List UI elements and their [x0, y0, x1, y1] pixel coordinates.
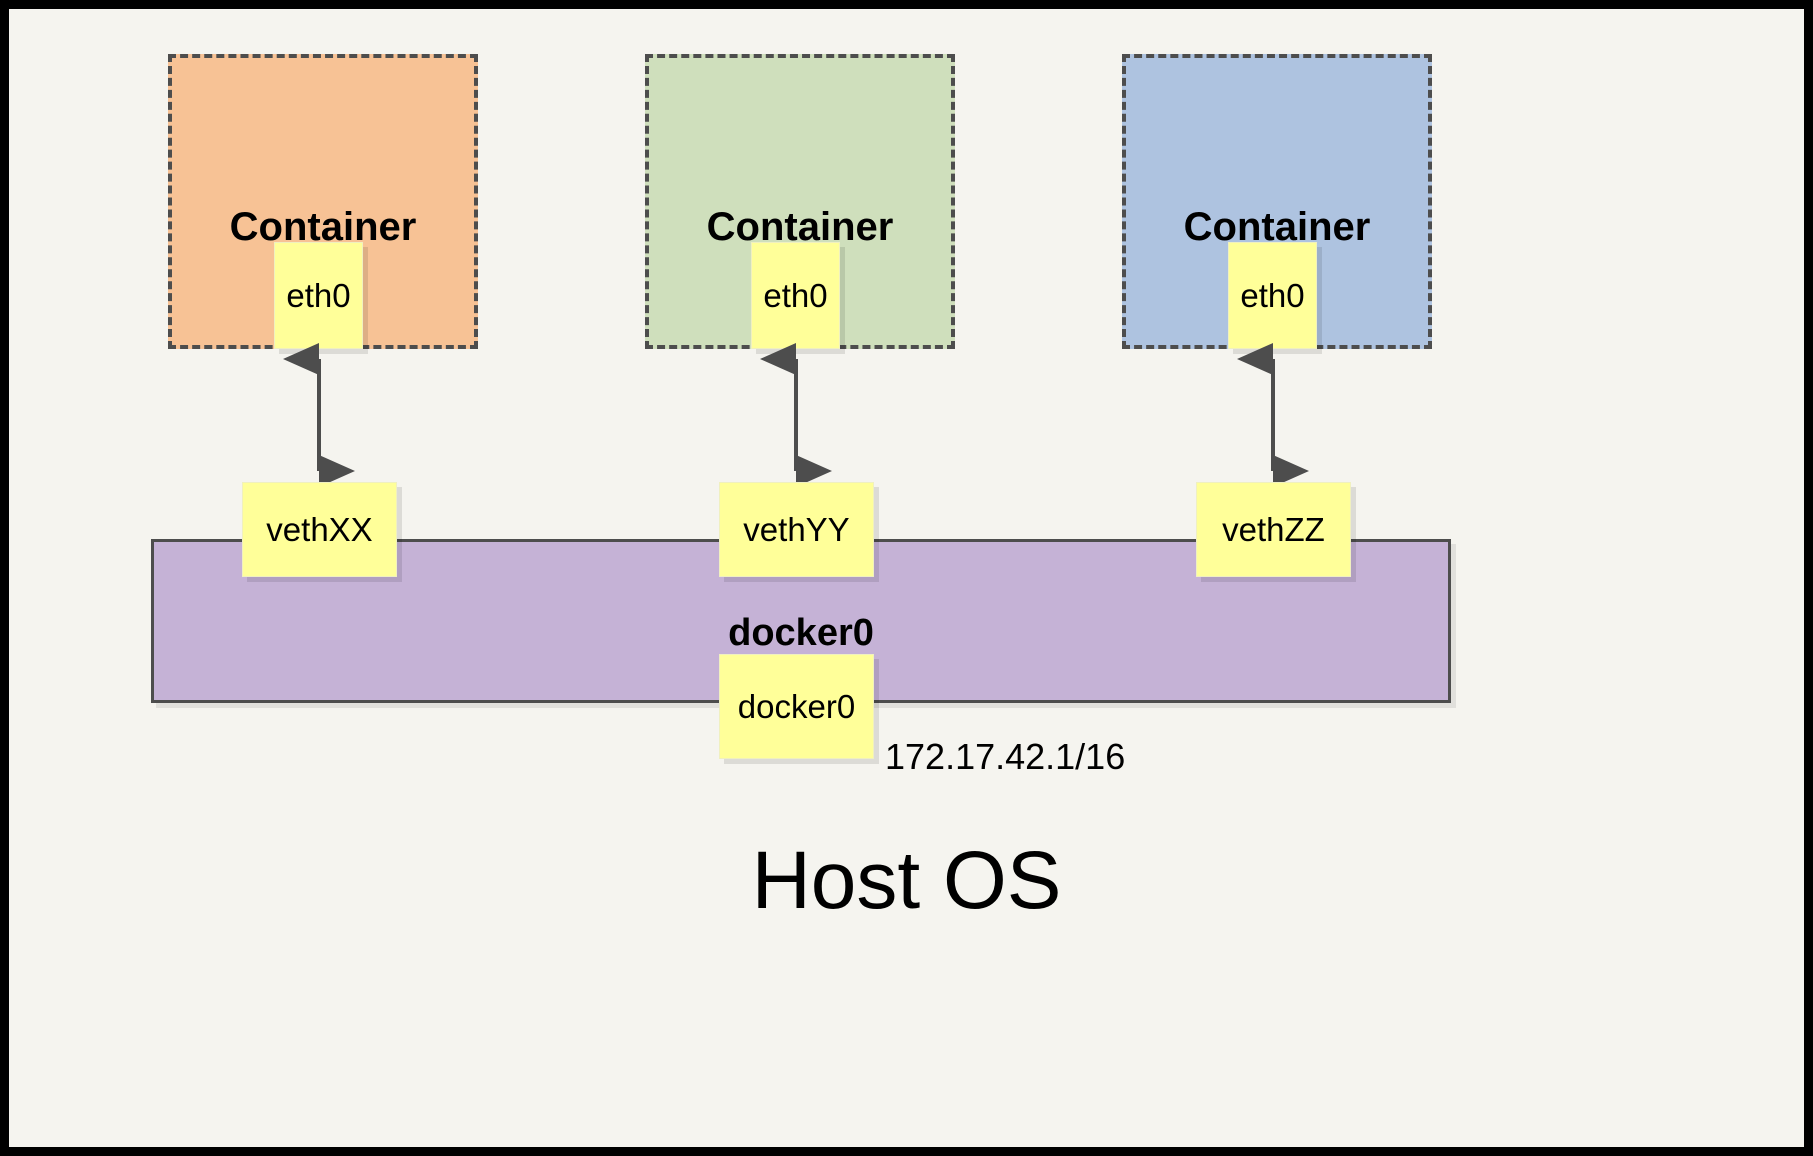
veth-label-1: vethXX — [266, 510, 373, 548]
host-os-title: Host OS — [751, 835, 1062, 926]
eth0-box-1: eth0 — [274, 242, 363, 349]
container-title-3: Container — [1183, 205, 1371, 249]
eth0-box-3: eth0 — [1228, 242, 1317, 349]
veth-box-2: vethYY — [719, 482, 874, 577]
container-title-1: Container — [229, 205, 417, 249]
docker0-interface-box: docker0 — [719, 654, 874, 759]
eth0-label-1: eth0 — [286, 276, 351, 314]
veth-label-2: vethYY — [743, 510, 850, 548]
docker0-bridge-label: docker0 — [728, 612, 874, 654]
link-arrow-2 — [760, 343, 832, 487]
veth-box-3: vethZZ — [1196, 482, 1351, 577]
link-arrow-3 — [1237, 343, 1309, 487]
veth-label-3: vethZZ — [1222, 510, 1325, 548]
eth0-box-2: eth0 — [751, 242, 840, 349]
link-arrow-1 — [283, 343, 355, 487]
container-title-2: Container — [706, 205, 894, 249]
docker0-interface-label: docker0 — [737, 687, 856, 725]
eth0-label-2: eth0 — [763, 276, 828, 314]
docker0-ip-address: 172.17.42.1/16 — [885, 736, 1126, 777]
eth0-label-3: eth0 — [1240, 276, 1305, 314]
veth-box-1: vethXX — [242, 482, 397, 577]
